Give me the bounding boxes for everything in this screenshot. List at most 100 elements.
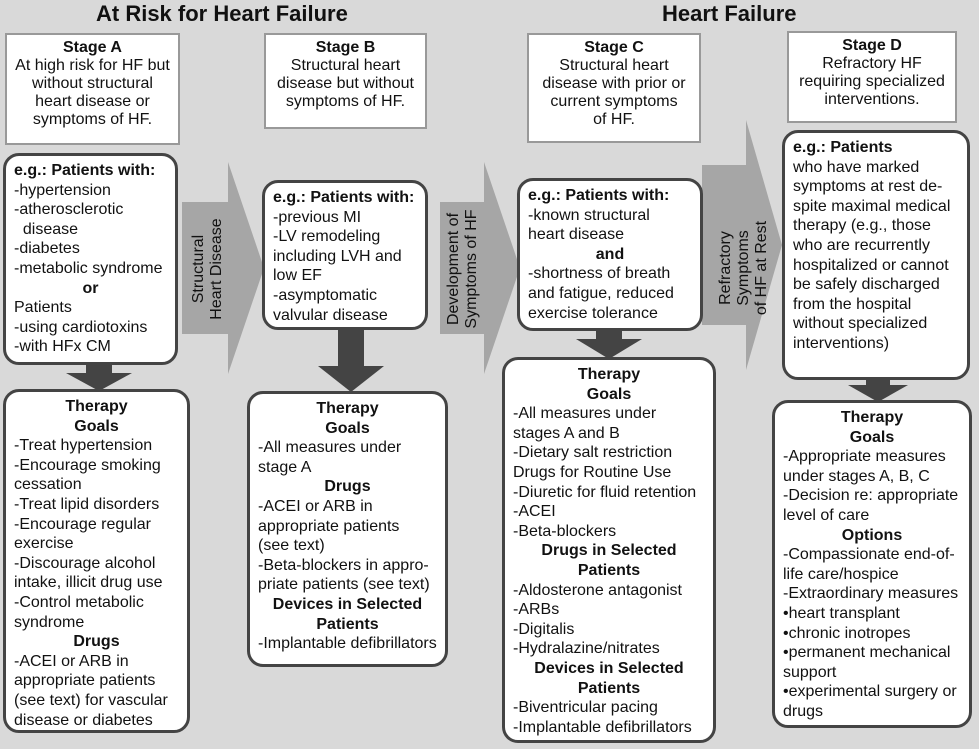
therapy-b-goals: Goals	[325, 419, 370, 437]
list-item: •chronic inotropes	[783, 624, 911, 642]
list-item: including LVH and	[273, 247, 402, 265]
list-item: (see text) for vascular	[14, 691, 168, 709]
list-item: who have marked	[793, 158, 920, 176]
therapy-c-devices: Devices in Selected Patients	[534, 659, 684, 697]
list-item: -Encourage smoking	[14, 456, 161, 474]
stage-d-title: Stage D	[842, 37, 902, 54]
therapy-a-title: Therapy	[65, 398, 128, 415]
list-item: -Beta-blockers in appro-	[258, 556, 429, 574]
list-item: appropriate patients	[258, 517, 400, 535]
down-arrow-b	[318, 330, 384, 392]
list-item: under stages A, B, C	[783, 467, 930, 485]
therapy-c-title: Therapy	[577, 366, 641, 383]
list-item: valvular disease	[273, 306, 388, 324]
list-item: Drugs for Routine Use	[513, 463, 672, 481]
therapy-a-box: Therapy Goals -Treat hypertension -Encou…	[3, 389, 190, 733]
header-at-risk: At Risk for Heart Failure	[96, 1, 348, 26]
list-item: appropriate patients	[14, 672, 156, 690]
list-item: -All measures under	[258, 439, 402, 457]
list-item: -diabetes	[14, 240, 80, 258]
list-item: cessation	[14, 476, 82, 494]
therapy-a-drugs: Drugs	[73, 633, 120, 651]
list-item: -Decision re: appropriate	[783, 487, 959, 505]
list-item: heart disease	[528, 226, 625, 244]
transition-arrow-bc	[440, 162, 520, 374]
list-item: -LV remodeling	[273, 228, 381, 246]
patients-a-heading: e.g.: Patients with:	[14, 162, 156, 179]
stage-b-box: Stage B Structural heart disease but wit…	[264, 33, 427, 129]
list-item: -Extraordinary measures	[783, 585, 959, 603]
list-item: level of care	[783, 506, 870, 524]
patients-d-heading: e.g.: Patients	[793, 139, 893, 156]
patients-d-box: e.g.: Patients who have marked symptoms …	[782, 130, 970, 380]
transition-arrow-cd	[702, 120, 782, 370]
list-item: •permanent mechanical	[783, 644, 951, 662]
list-item: -ACEI or ARB in	[258, 497, 373, 515]
list-item: -Discourage alcohol	[14, 554, 156, 572]
list-item: disease	[14, 220, 79, 238]
stage-a-title: Stage A	[63, 39, 122, 56]
list-item: symptoms at rest de-	[793, 178, 943, 196]
list-item: -Encourage regular	[14, 515, 151, 533]
list-item: -Treat lipid disorders	[14, 495, 160, 513]
list-item: support	[783, 663, 837, 681]
list-item: -ARBs	[513, 601, 560, 619]
list-item: -hypertension	[14, 181, 111, 199]
list-item: interventions)	[793, 334, 890, 352]
list-item: -Hydralazine/nitrates	[513, 640, 660, 658]
therapy-d-title: Therapy	[840, 409, 904, 426]
list-item: -Aldosterone antagonist	[513, 581, 682, 599]
stage-d-box: Stage D Refractory HF requiring speciali…	[787, 31, 957, 123]
list-item: -Appropriate measures	[783, 448, 946, 466]
list-item: stage A	[258, 458, 312, 476]
list-item: -known structural	[528, 206, 650, 224]
transition-label-cd: Refractory Symptoms of HF at Rest	[717, 220, 770, 316]
stage-c-box: Stage C Structural heart disease with pr…	[527, 33, 701, 143]
patients-a-or: or	[82, 279, 99, 297]
stage-a-desc: At high risk for HF but without structur…	[15, 57, 170, 128]
list-item: intake, illicit drug use	[14, 574, 163, 592]
list-item: who are recurrently	[793, 236, 930, 254]
list-item: exercise tolerance	[528, 304, 658, 322]
list-item: -All measures under	[513, 405, 657, 423]
list-item: drugs	[783, 702, 824, 720]
list-item: from the hospital	[793, 295, 912, 313]
therapy-c-drugs: Drugs in Selected Patients	[541, 542, 677, 579]
down-arrow-c	[576, 331, 642, 359]
list-item: priate patients (see text)	[258, 576, 430, 594]
patients-a-box: e.g.: Patients with: -hypertension -athe…	[3, 153, 178, 365]
list-item: -ACEI	[513, 503, 556, 521]
stage-b-title: Stage B	[315, 39, 376, 56]
therapy-d-options: Options	[841, 526, 903, 544]
therapy-b-devices: Devices in Selected Patients	[272, 595, 423, 633]
list-item: -Implantable defibrillators	[513, 718, 692, 736]
patients-b-heading: e.g.: Patients with:	[273, 189, 415, 206]
list-item: -shortness of breath	[528, 265, 671, 283]
list-item: syndrome	[14, 613, 85, 631]
list-item: -atherosclerotic	[14, 201, 124, 219]
list-item: disease or diabetes	[14, 711, 153, 729]
list-item: -Implantable defibrillators	[258, 635, 437, 653]
list-item: -using cardiotoxins	[14, 318, 148, 336]
list-item: low EF	[273, 267, 322, 285]
list-item: •heart transplant	[783, 604, 900, 622]
therapy-b-title: Therapy	[316, 400, 379, 417]
transition-arrow-ab	[182, 162, 264, 374]
stage-c-title: Stage C	[584, 39, 644, 56]
list-item: hospitalized or cannot	[793, 256, 949, 274]
list-item: and fatigue, reduced	[528, 284, 674, 302]
list-item: -ACEI or ARB in	[14, 652, 129, 670]
list-item: •experimental surgery or	[783, 683, 957, 701]
list-item: -previous MI	[273, 208, 362, 226]
transition-label-bc: Development of Symptoms of HF	[445, 209, 480, 329]
list-item: exercise	[14, 535, 74, 553]
therapy-b-box: Therapy Goals -All measures under stage …	[247, 391, 448, 667]
list-item: spite maximal medical	[793, 197, 951, 215]
list-item: stages A and B	[513, 424, 620, 442]
patients-c-heading: e.g.: Patients with:	[528, 187, 670, 204]
stage-c-desc: Structural heart disease with prior or c…	[542, 57, 686, 128]
list-item: -metabolic syndrome	[14, 259, 163, 277]
therapy-a-goals: Goals	[74, 417, 119, 435]
list-item: life care/hospice	[783, 565, 899, 583]
list-item: -Compassionate end-of-	[783, 546, 955, 564]
